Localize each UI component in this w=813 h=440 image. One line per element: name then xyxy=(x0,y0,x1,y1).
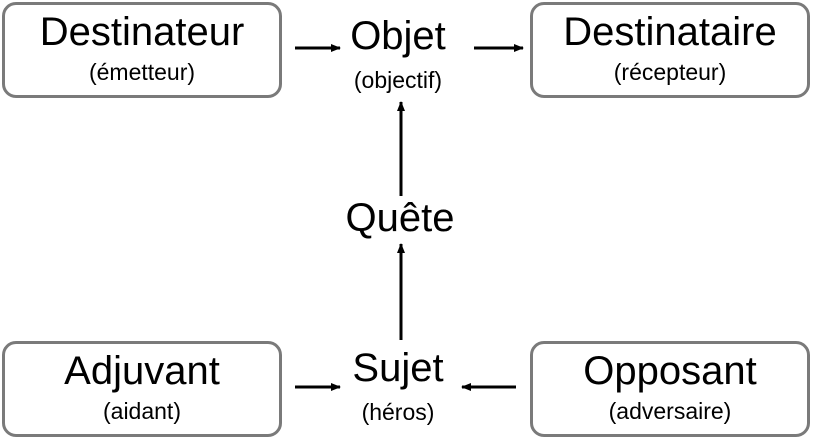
adjuvant-label: Adjuvant xyxy=(64,349,220,393)
destinateur-label: Destinateur xyxy=(39,10,245,54)
objet-sublabel: (objectif) xyxy=(353,67,443,93)
opposant-sublabel: (adversaire) xyxy=(608,398,732,424)
adjuvant-box: Adjuvant (aidant) xyxy=(2,341,282,437)
objet-label: Objet xyxy=(350,14,446,58)
destinateur-box: Destinateur (émetteur) xyxy=(2,2,282,98)
sujet-label: Sujet xyxy=(352,346,444,390)
destinataire-box: Destinataire (récepteur) xyxy=(530,2,810,98)
quete-node: Quête xyxy=(300,196,500,240)
opposant-box: Opposant (adversaire) xyxy=(530,341,810,437)
destinataire-label: Destinataire xyxy=(563,10,777,54)
destinateur-sublabel: (émetteur) xyxy=(88,59,196,85)
destinataire-sublabel: (récepteur) xyxy=(613,59,727,85)
sujet-sublabel: (héros) xyxy=(361,399,435,425)
sujet-node: Sujet (héros) xyxy=(318,346,478,426)
objet-node: Objet (objectif) xyxy=(318,14,478,94)
opposant-label: Opposant xyxy=(583,349,757,393)
adjuvant-sublabel: (aidant) xyxy=(103,398,181,424)
quete-label: Quête xyxy=(345,196,455,240)
